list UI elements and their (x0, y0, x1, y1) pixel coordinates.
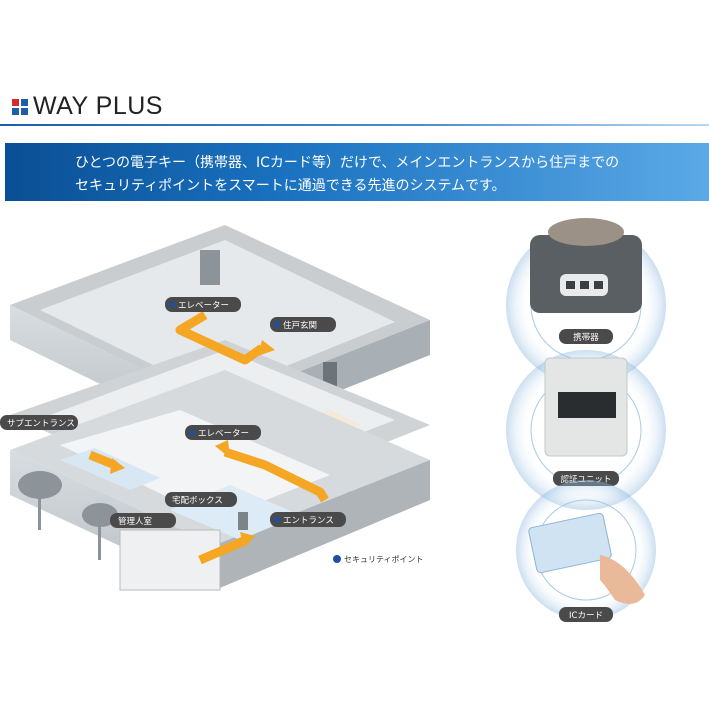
device-label-card: ICカード (569, 611, 603, 621)
label-elevator-top: エレベーター (165, 297, 241, 312)
svg-text:宅配ボックス: 宅配ボックス (172, 495, 223, 506)
svg-text:住戸玄関: 住戸玄関 (283, 320, 317, 331)
label-delivery-box: 宅配ボックス (165, 492, 237, 507)
banner-line-1: ひとつの電子キー（携帯器、ICカード等）だけで、メインエントランスから住戸までの (75, 155, 620, 171)
banner-line-2: セキュリティポイントをスマートに通過できる先進のシステムです。 (75, 178, 506, 194)
header: WAY PLUS (0, 88, 709, 128)
description-banner: ひとつの電子キー（携帯器、ICカード等）だけで、メインエントランスから住戸までの… (5, 143, 709, 201)
hand-shape (600, 555, 645, 604)
svg-text:サブエントランス: サブエントランス (7, 418, 75, 429)
svg-text:エレベーター: エレベーター (198, 429, 249, 439)
svg-text:エントランス: エントランス (283, 516, 334, 526)
legend-dot-icon (333, 555, 341, 563)
label-entrance: エントランス (270, 512, 346, 527)
security-point-icon (274, 516, 280, 523)
building-diagram: エレベーター 住戸玄関 サブエントランス エレベーター 宅配ボックス 管理人室 … (0, 218, 666, 622)
label-entrance-door: 住戸玄関 (270, 317, 336, 332)
device-label-portable: 携帯器 (573, 332, 599, 343)
label-elevator-mid: エレベーター (185, 425, 261, 440)
access-flow-path (88, 311, 329, 565)
device-card: ICカード (516, 480, 656, 622)
delivery-box-shape (238, 512, 248, 530)
label-sub-entrance: サブエントランス (0, 415, 78, 430)
label-manager-room: 管理人室 (110, 513, 176, 528)
security-point-icon (274, 321, 280, 328)
security-point-icon (169, 301, 175, 308)
device-label-unit: 認証ユニット (560, 474, 611, 485)
trees (18, 471, 118, 560)
security-point-icon (189, 429, 195, 436)
svg-text:エレベーター: エレベーター (178, 301, 229, 311)
page-title: WAY PLUS (33, 92, 163, 120)
top-floor (10, 225, 430, 440)
device-portable: 携帯器 (506, 218, 666, 385)
legend: セキュリティポイント (333, 555, 424, 564)
flow-arrowheads (110, 340, 275, 548)
svg-text:セキュリティポイント: セキュリティポイント (344, 555, 424, 564)
header-underline (0, 124, 709, 126)
logo-squares-icon (12, 99, 28, 115)
svg-text:管理人室: 管理人室 (118, 516, 153, 527)
device-unit: 認証ユニット (506, 350, 666, 510)
elevator-top-door (200, 250, 220, 285)
